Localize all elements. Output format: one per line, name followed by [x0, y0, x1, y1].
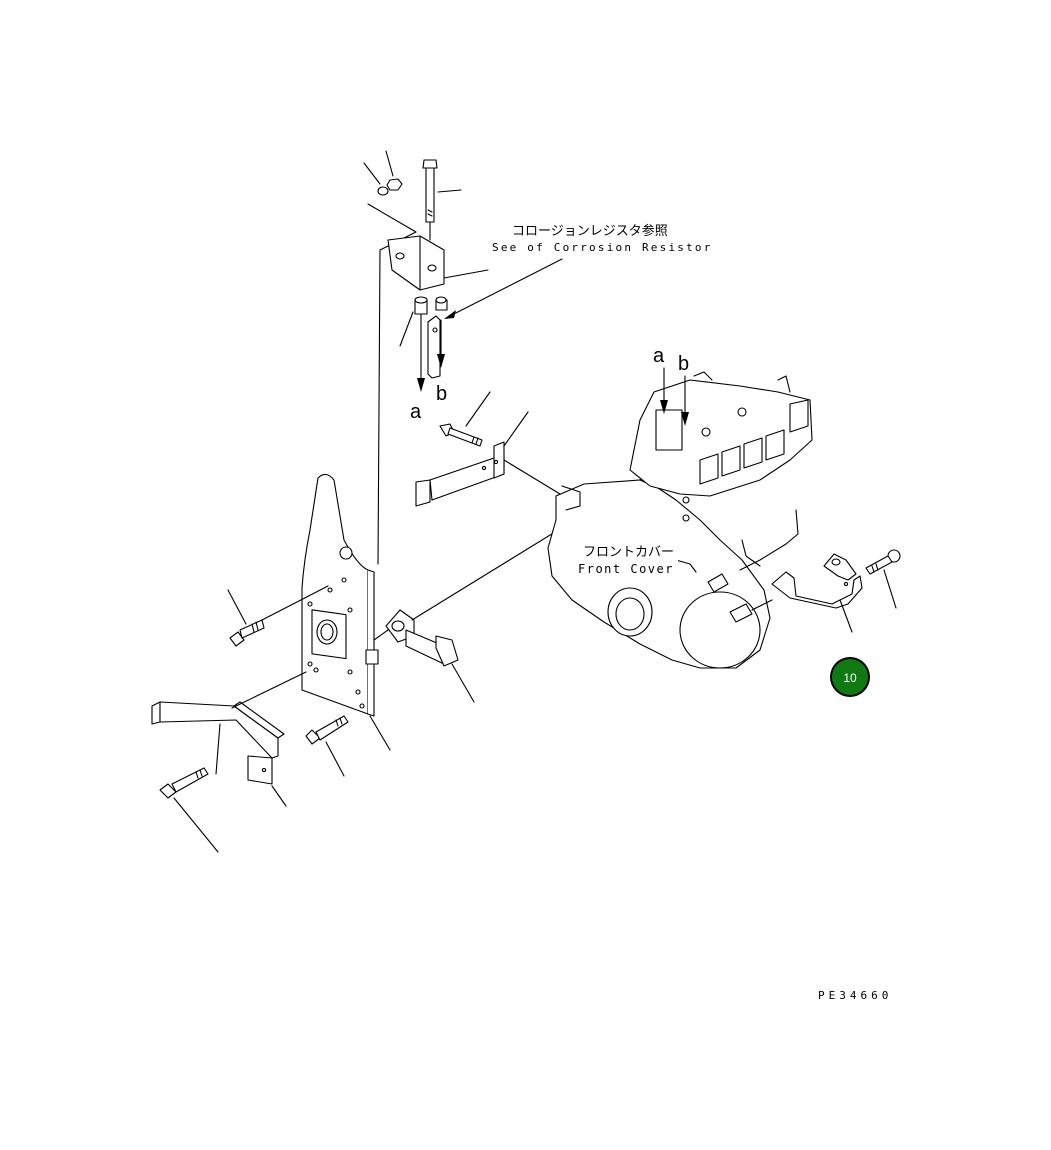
arrow-b-right [681, 375, 689, 426]
leader-nut [385, 150, 394, 177]
link-bracket [385, 609, 459, 667]
front-cover-label-bg [566, 540, 678, 578]
mount-line-4 [373, 629, 389, 641]
drawing-code: PE34660 [818, 989, 892, 1002]
mount-line-6 [215, 723, 221, 775]
top-nut [386, 178, 403, 191]
arrow-a-left [417, 313, 425, 392]
item-number-badge[interactable]: 10 [830, 657, 870, 697]
engine-side-bracket [707, 553, 863, 623]
leader-bottom-bolt-middle [325, 741, 345, 777]
leader-washer [363, 162, 381, 185]
leader-bolt [437, 189, 462, 193]
middle-bolt [439, 423, 483, 447]
mount-line-2 [261, 585, 329, 621]
corrosion-label-jp: コロージョンレジスタ参照 [512, 223, 668, 239]
leader-bottom-bolt-left [173, 797, 219, 853]
engine-top-block [629, 371, 813, 522]
leader-bracket [443, 269, 489, 279]
front-cover-label-jp: フロントカバー [583, 545, 674, 560]
leader-middle-bracket [503, 411, 529, 447]
ref-a-right: a [653, 345, 665, 367]
leader-corrosion [445, 258, 563, 319]
mount-line-5 [231, 671, 307, 709]
bottom-bracket [151, 701, 285, 785]
spacer-right [435, 296, 448, 311]
item-number: 10 [843, 671, 857, 685]
leader-middle-bolt [465, 391, 491, 427]
top-washer [377, 186, 389, 196]
spacer-left [414, 296, 428, 315]
leader-bottom-bracket [271, 785, 287, 807]
ref-a-left: a [410, 401, 422, 423]
bottom-bolt-middle [305, 715, 349, 745]
leader-spacer [399, 311, 414, 347]
mount-line-7 [751, 599, 773, 611]
top-bracket [387, 235, 445, 291]
leader-main-plate [369, 715, 391, 751]
arrow-b-left [437, 319, 445, 368]
bottom-bolt-left [159, 767, 209, 799]
ref-b-left: b [436, 383, 447, 405]
front-cover-label-en: Front Cover [578, 562, 674, 576]
corrosion-label-en: See of Corrosion Resistor [492, 241, 713, 254]
corrosion-arrowhead [444, 310, 456, 319]
arrow-a-right [660, 367, 668, 414]
middle-bracket [415, 441, 505, 507]
leader-engine-side-bolt [883, 569, 897, 609]
mount-line-1 [503, 459, 561, 495]
leader-engine-side-bracket [839, 599, 853, 633]
main-plate [301, 473, 379, 717]
leader-plate-bolt-left [227, 589, 247, 625]
plate-bolt-left [229, 619, 265, 647]
leader-link-bracket [451, 663, 475, 703]
top-bolt [422, 159, 438, 241]
ref-b-right: b [678, 353, 689, 375]
clip-strap [427, 315, 441, 379]
engine-side-bolt [865, 549, 901, 575]
